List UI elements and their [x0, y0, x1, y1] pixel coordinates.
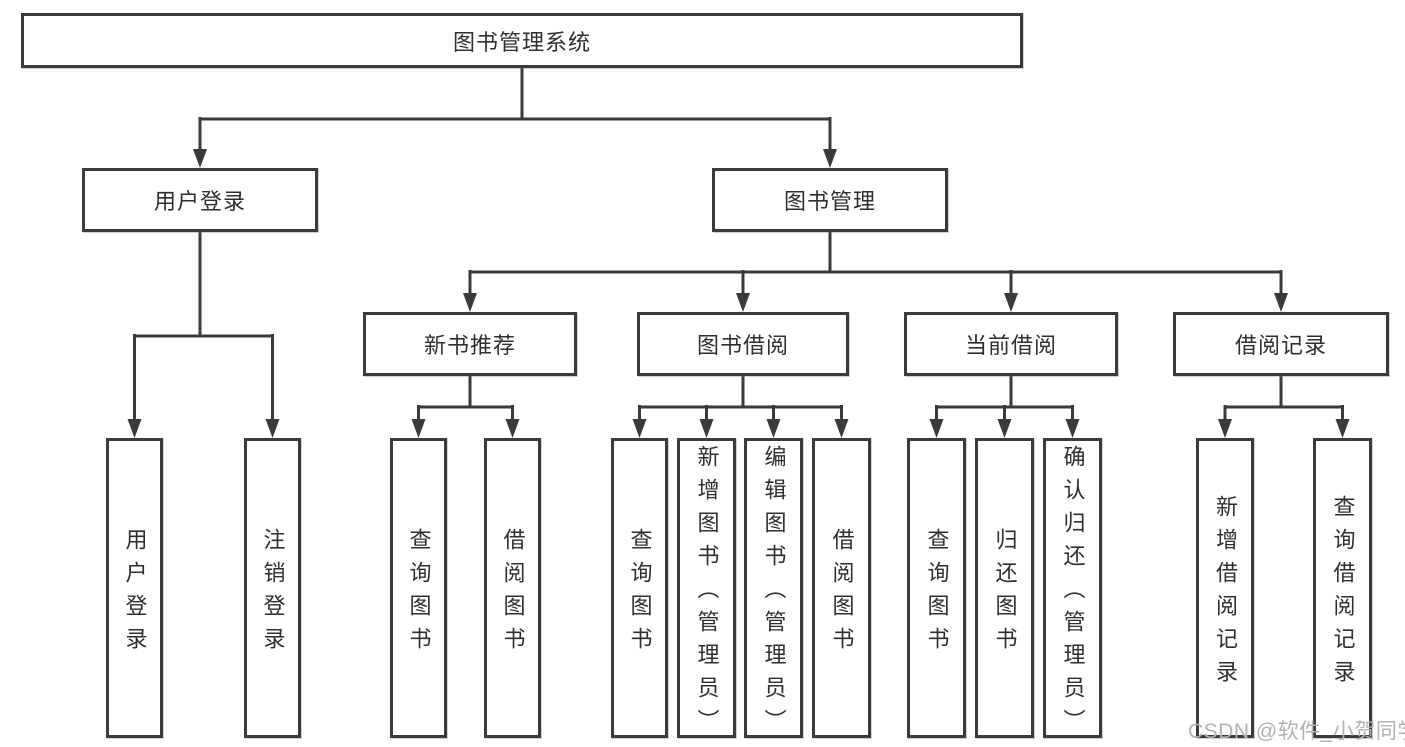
leaf-user-login: 用户登录	[106, 438, 163, 738]
connector-root-to-level2	[193, 66, 837, 168]
leaf-query-books-current: 查询图书	[907, 438, 966, 738]
leaf-label: 新增借阅记录	[1213, 494, 1238, 693]
connector-current-borrow-branch	[929, 376, 1080, 438]
node-label: 图书管理	[783, 189, 876, 214]
leaf-return-books: 归还图书	[975, 438, 1034, 738]
connector-book-borrow-branch	[632, 376, 849, 438]
node-book-borrow: 图书借阅	[637, 312, 849, 376]
node-label: 新书推荐	[423, 333, 516, 358]
leaf-label: 借阅图书	[829, 527, 855, 660]
leaf-label: 编辑图书（管理员）	[761, 445, 787, 742]
node-borrow-record: 借阅记录	[1173, 312, 1389, 376]
leaf-label: 归还图书	[992, 527, 1018, 660]
connector-borrow-record-branch	[1218, 376, 1350, 438]
leaf-add-borrow-record: 新增借阅记录	[1196, 438, 1254, 738]
leaf-label: 借阅图书	[500, 527, 526, 660]
node-label: 当前借阅	[964, 333, 1057, 358]
leaf-edit-book-admin: 编辑图书（管理员）	[744, 438, 803, 742]
node-current-borrow: 当前借阅	[904, 312, 1118, 376]
connector-new-book-branch	[411, 376, 520, 438]
connector-book-mgmt-branch	[463, 232, 1288, 312]
leaf-confirm-return-admin: 确认归还（管理员）	[1043, 438, 1102, 742]
leaf-borrow-books-recommend: 借阅图书	[484, 438, 541, 738]
csdn-watermark: CSDN @软件_小贺同学	[1188, 720, 1405, 743]
leaf-query-books-borrow: 查询图书	[611, 438, 668, 738]
leaf-query-books-recommend: 查询图书	[390, 438, 447, 738]
leaf-label: 确认归还（管理员）	[1060, 445, 1086, 742]
node-label: 图书管理系统	[452, 29, 591, 55]
leaf-label: 查询图书	[406, 527, 432, 660]
node-label: 图书借阅	[696, 333, 789, 358]
leaf-logout: 注销登录	[244, 438, 301, 738]
leaf-add-book-admin: 新增图书（管理员）	[677, 438, 736, 742]
leaf-label: 查询图书	[924, 527, 950, 660]
leaf-query-borrow-record: 查询借阅记录	[1313, 438, 1372, 738]
leaf-label: 注销登录	[260, 527, 286, 660]
leaf-label: 新增图书（管理员）	[694, 445, 720, 742]
leaf-borrow-books: 借阅图书	[812, 438, 871, 738]
leaf-label: 查询借阅记录	[1330, 494, 1356, 693]
node-library-management-system: 图书管理系统	[21, 13, 1023, 68]
connector-user-login-branch	[127, 232, 280, 438]
node-book-management: 图书管理	[712, 168, 948, 232]
leaf-label: 查询图书	[627, 527, 653, 660]
node-label: 用户登录	[153, 189, 246, 214]
leaf-label: 用户登录	[122, 527, 148, 660]
node-user-login: 用户登录	[82, 168, 318, 232]
node-new-book-recommend: 新书推荐	[363, 312, 577, 376]
node-label: 借阅记录	[1234, 333, 1327, 358]
